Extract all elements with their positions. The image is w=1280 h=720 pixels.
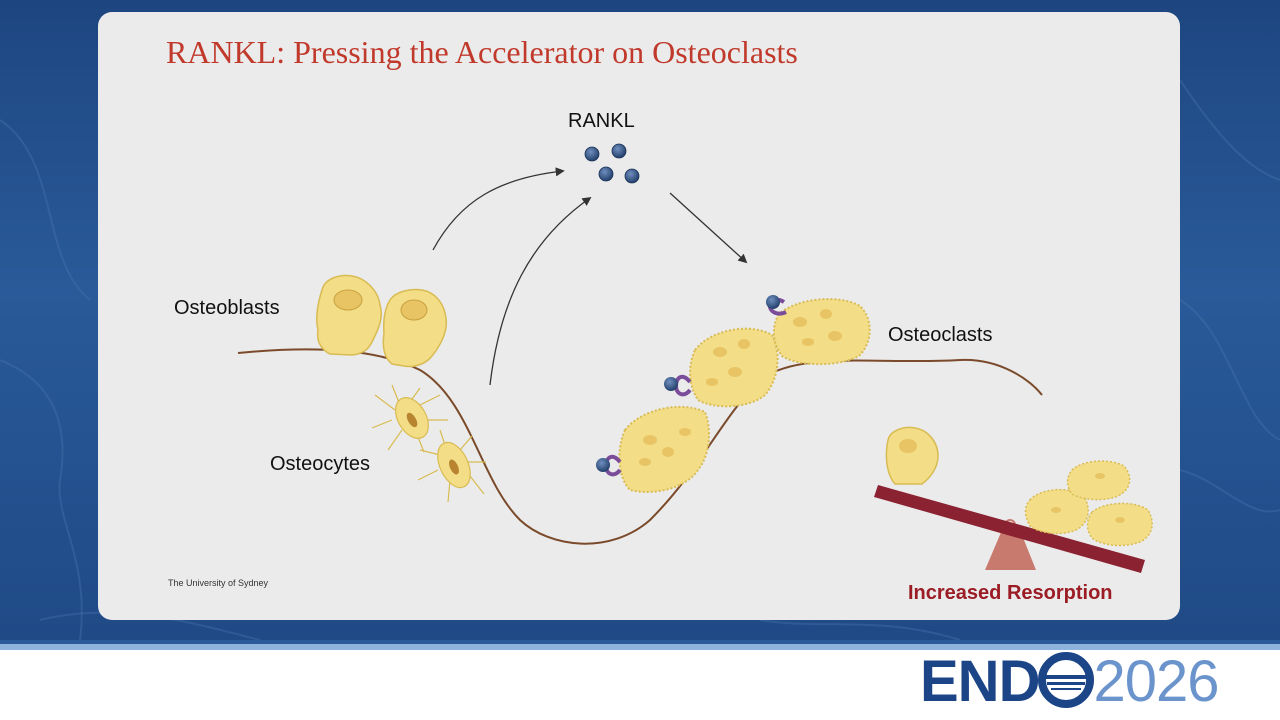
label-osteocytes: Osteocytes [270, 453, 371, 475]
rankl-molecules [584, 143, 640, 184]
endo-logo: END 2026 [920, 649, 1220, 714]
osteocyte-cells [371, 384, 486, 503]
arrow-rankl-to-osteoclasts [669, 192, 748, 264]
osteoblast-cells [316, 274, 448, 368]
label-osteoclasts: Osteoclasts [888, 324, 993, 346]
rank-receptors [596, 295, 787, 477]
seesaw-caption: Increased Resorption [908, 582, 1113, 604]
content-panel: RANKL: Pressing the Accelerator on Osteo… [98, 12, 1180, 620]
image-credit: The University of Sydney [168, 578, 269, 588]
osteoclast-cells [618, 298, 871, 493]
arrow-osteoblasts-to-rankl [432, 167, 565, 251]
label-rankl: RANKL [568, 110, 635, 132]
arrow-osteocytes-to-rankl [489, 196, 592, 386]
bone-surface-line [237, 348, 1043, 545]
rankl-diagram [237, 143, 1153, 573]
divider-dark [0, 640, 1280, 644]
logo-word: END [920, 649, 1040, 714]
globe-icon [1037, 651, 1095, 714]
slide-title: RANKL: Pressing the Accelerator on Osteo… [166, 34, 798, 70]
divider-light [0, 644, 1280, 650]
resorption-seesaw [874, 426, 1153, 573]
logo-year: 2026 [1093, 649, 1219, 714]
label-osteoblasts: Osteoblasts [174, 297, 280, 319]
